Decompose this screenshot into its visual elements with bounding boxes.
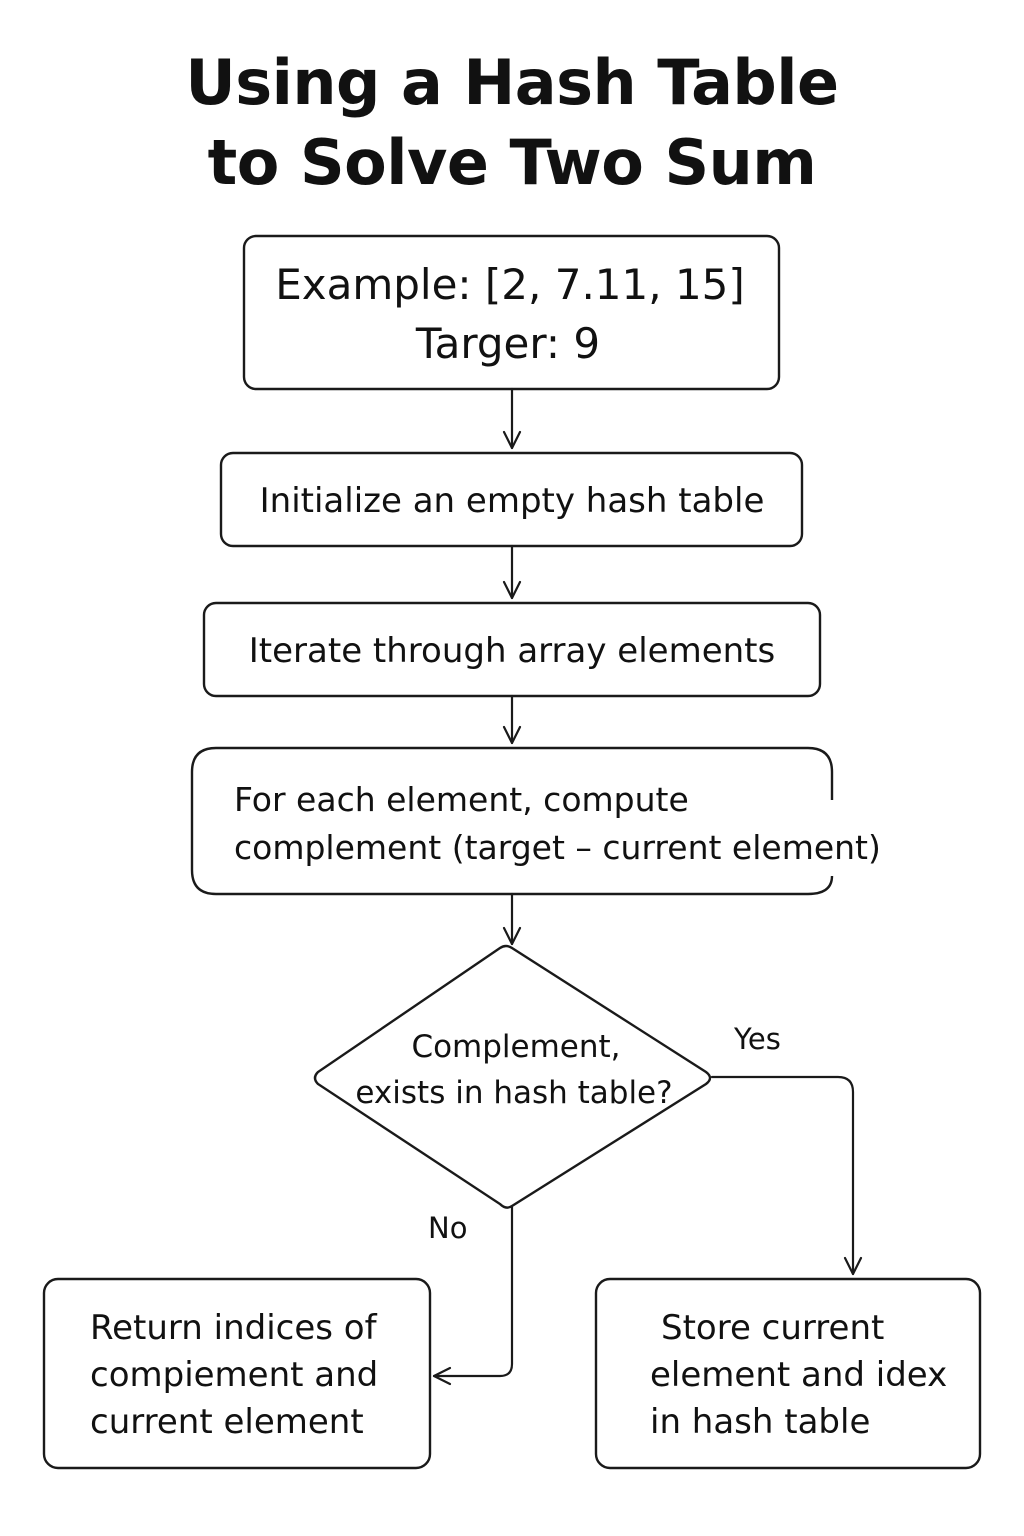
edge-no-to-return xyxy=(432,1205,514,1386)
decision-node-line-1: Complement, xyxy=(411,1029,620,1065)
decision-node-line-2: exists in hash table? xyxy=(355,1075,672,1111)
init-node-label: Initialize an empty hash table xyxy=(260,481,765,521)
return-node-line-3: current element xyxy=(90,1402,364,1442)
return-node-line-1: Return indices of xyxy=(90,1308,378,1348)
store-node-line-1: Store current xyxy=(661,1308,884,1348)
iterate-node: Iterate through array elements xyxy=(202,601,822,698)
example-node-line-2: Targer: 9 xyxy=(415,319,600,368)
init-node: Initialize an empty hash table xyxy=(219,451,804,548)
return-node-line-2: compiement and xyxy=(90,1355,378,1395)
compute-node: For each element, compute complement (ta… xyxy=(190,746,881,896)
example-node-line-1: Example: [2, 7.11, 15] xyxy=(275,260,745,309)
store-node: Store current element and idex in hash t… xyxy=(594,1277,982,1470)
return-node: Return indices of compiement and current… xyxy=(42,1277,432,1470)
diagram-title-line-1: Using a Hash Table xyxy=(185,46,839,119)
store-node-line-3: in hash table xyxy=(650,1402,870,1442)
store-node-line-2: element and idex xyxy=(650,1355,947,1395)
diagram-title-line-2: to Solve Two Sum xyxy=(207,126,817,199)
example-node: Example: [2, 7.11, 15] Targer: 9 xyxy=(242,234,781,391)
decision-node: Complement, exists in hash table? xyxy=(313,944,712,1209)
compute-node-line-2: complement (target – current element) xyxy=(234,828,881,867)
edge-yes-to-store xyxy=(710,1075,863,1276)
edge-no-label: No xyxy=(428,1211,467,1245)
compute-node-line-1: For each element, compute xyxy=(234,780,689,819)
iterate-node-label: Iterate through array elements xyxy=(249,631,775,671)
edge-yes-label: Yes xyxy=(733,1022,781,1056)
